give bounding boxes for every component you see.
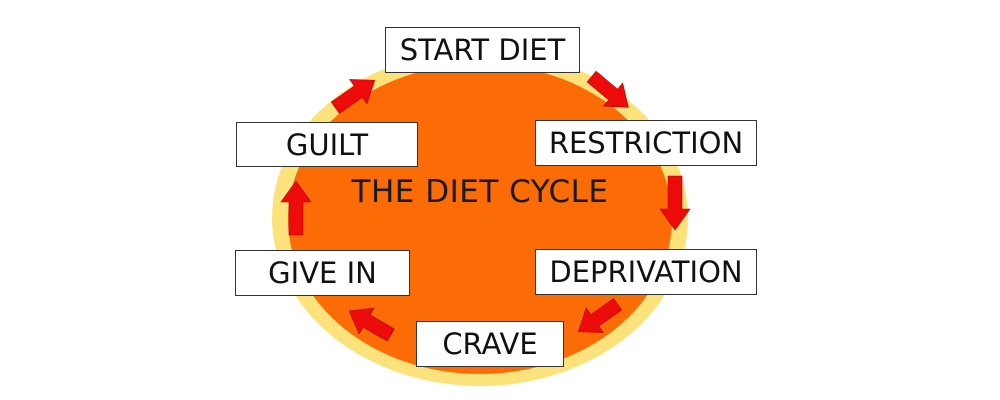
step-give-in-label: GIVE IN	[268, 256, 377, 290]
step-crave: CRAVE	[416, 321, 564, 367]
step-deprivation: DEPRIVATION	[535, 249, 757, 295]
arrow-restriction-to-deprivation-icon	[659, 175, 691, 231]
step-guilt-label: GUILT	[285, 127, 369, 162]
step-restriction: RESTRICTION	[535, 120, 757, 166]
step-start-diet: START DIET	[385, 27, 580, 73]
step-start-diet-label: START DIET	[399, 33, 566, 67]
arrow-guilt-to-start-diet-icon	[330, 79, 376, 114]
step-give-in: GIVE IN	[235, 250, 410, 296]
step-crave-label: CRAVE	[442, 327, 538, 361]
step-restriction-label: RESTRICTION	[548, 126, 744, 160]
arrow-crave-to-give-in-icon	[348, 307, 395, 342]
arrow-give-in-to-guilt-icon	[280, 180, 312, 236]
arrow-start-diet-to-restriction-icon	[586, 70, 629, 108]
step-deprivation-label: DEPRIVATION	[549, 255, 743, 289]
arrow-deprivation-to-crave-icon	[577, 298, 623, 333]
center-title: THE DIET CYCLE	[351, 174, 609, 210]
step-guilt: GUILT	[236, 122, 418, 167]
